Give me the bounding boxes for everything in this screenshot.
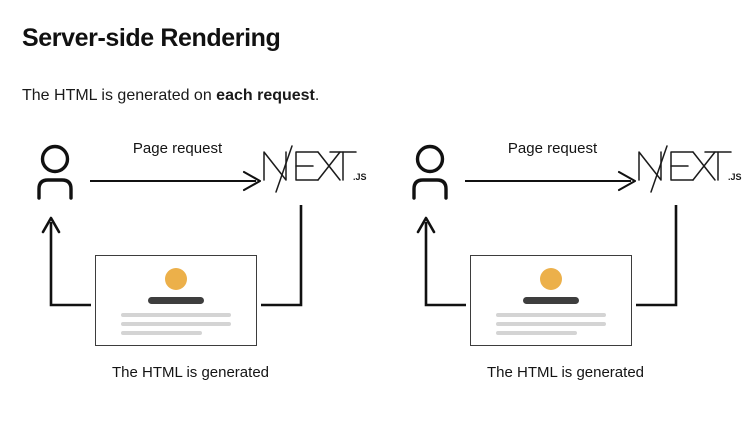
mockup-text-line: [496, 331, 578, 335]
page-request-group-1: Page request: [90, 140, 265, 198]
page-request-label: Page request: [132, 140, 223, 157]
person-icon: [32, 142, 86, 200]
page-title: Server-side Rendering: [22, 24, 281, 52]
mockup-text-line: [121, 331, 203, 335]
response-connectors-2: [393, 190, 738, 380]
circle-avatar-icon: [540, 268, 562, 290]
mockup-text-line: [121, 322, 231, 326]
mockup-text-lines: [496, 313, 606, 340]
arrow-right-icon: [465, 170, 640, 192]
person-icon: [407, 142, 461, 200]
mockup-text-line: [496, 313, 606, 317]
flow-caption-2: The HTML is generated: [486, 364, 645, 381]
flow-group-1: Page request .: [18, 130, 367, 400]
arrow-right-icon: [90, 170, 265, 192]
mockup-text-line: [496, 322, 606, 326]
response-connectors-1: [18, 190, 363, 380]
mockup-text-line: [121, 313, 231, 317]
rendered-page-mockup-2: [470, 255, 632, 346]
mockup-heading-bar: [148, 297, 204, 304]
flow-caption-1: The HTML is generated: [111, 364, 270, 381]
svg-text:.JS: .JS: [728, 172, 742, 182]
mockup-heading-bar: [523, 297, 579, 304]
nextjs-logo-icon: .JS: [256, 136, 367, 198]
page-subtitle: The HTML is generated on each request.: [22, 87, 319, 105]
subtitle-prefix: The HTML is generated on: [22, 87, 217, 104]
subtitle-emphasis: each request: [216, 87, 315, 104]
page-request-group-2: Page request: [465, 140, 640, 198]
rendered-page-mockup-1: [95, 255, 257, 346]
flow-group-2: Page request .: [393, 130, 742, 400]
page-request-label: Page request: [507, 140, 598, 157]
svg-text:.JS: .JS: [353, 172, 367, 182]
circle-avatar-icon: [165, 268, 187, 290]
mockup-text-lines: [121, 313, 231, 340]
subtitle-suffix: .: [314, 87, 320, 104]
nextjs-logo-icon: .JS: [631, 136, 742, 198]
